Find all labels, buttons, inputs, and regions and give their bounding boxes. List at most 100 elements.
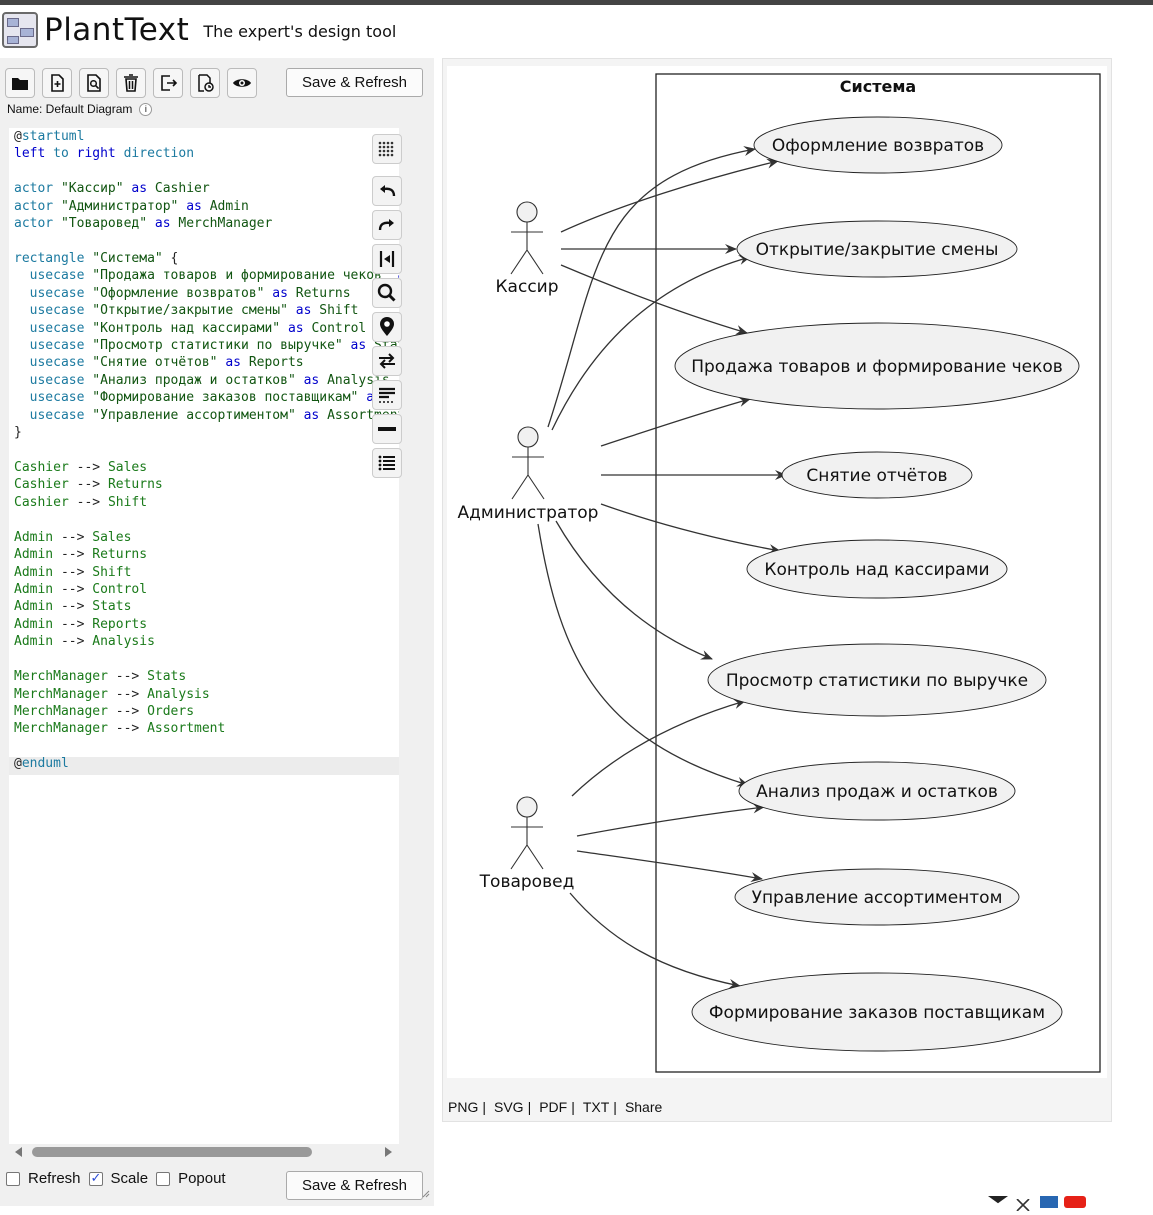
code-line[interactable]: MerchManager --> Assortment bbox=[14, 720, 399, 737]
txt-link[interactable]: TXT bbox=[582, 1099, 610, 1115]
code-line[interactable] bbox=[14, 738, 399, 755]
code-line[interactable]: actor "Администратор" as Admin bbox=[14, 198, 399, 215]
svg-link[interactable]: SVG bbox=[493, 1099, 524, 1115]
code-token: as bbox=[178, 198, 210, 214]
plantext-logo-icon[interactable] bbox=[2, 12, 38, 48]
x-icon[interactable] bbox=[1014, 1196, 1034, 1212]
code-line[interactable]: Admin --> Reports bbox=[14, 616, 399, 633]
code-line[interactable]: Cashier --> Sales bbox=[14, 459, 399, 476]
search-file-icon[interactable] bbox=[79, 68, 109, 98]
code-line[interactable]: MerchManager --> Stats bbox=[14, 668, 399, 685]
code-line[interactable]: MerchManager --> Analysis bbox=[14, 686, 399, 703]
code-line[interactable]: Admin --> Shift bbox=[14, 564, 399, 581]
code-line[interactable] bbox=[14, 163, 399, 180]
resize-grip-icon[interactable] bbox=[420, 1188, 430, 1198]
code-line[interactable]: Admin --> Returns bbox=[14, 546, 399, 563]
code-line[interactable]: actor "Кассир" as Cashier bbox=[14, 180, 399, 197]
code-line[interactable]: usecase "Формирование заказов поставщика… bbox=[14, 389, 399, 406]
folder-icon[interactable] bbox=[5, 68, 35, 98]
linkedin-icon[interactable] bbox=[1040, 1196, 1058, 1208]
code-token: @ bbox=[14, 129, 22, 144]
code-line[interactable]: Admin --> Analysis bbox=[14, 633, 399, 650]
png-link[interactable]: PNG bbox=[448, 1099, 479, 1115]
list-icon[interactable] bbox=[372, 448, 402, 478]
code-line[interactable]: usecase "Контроль над кассирами" as Cont… bbox=[14, 320, 399, 337]
save-refresh-button[interactable]: Save & Refresh bbox=[286, 68, 423, 97]
code-line[interactable]: usecase "Просмотр статистики по выручке"… bbox=[14, 337, 399, 354]
code-line[interactable] bbox=[14, 233, 399, 250]
scroll-left-icon[interactable] bbox=[15, 1147, 22, 1157]
scroll-thumb[interactable] bbox=[32, 1147, 312, 1157]
goto-line-icon[interactable] bbox=[372, 244, 402, 274]
code-line[interactable]: usecase "Продажа товаров и формирование … bbox=[14, 267, 399, 284]
share-link[interactable]: Share bbox=[624, 1099, 663, 1115]
scroll-right-icon[interactable] bbox=[385, 1147, 392, 1157]
code-token: --> bbox=[60, 547, 93, 563]
scale-label: Scale bbox=[110, 1170, 149, 1187]
code-line[interactable]: Cashier --> Shift bbox=[14, 494, 399, 511]
history-icon[interactable] bbox=[190, 68, 220, 98]
refresh-checkbox[interactable] bbox=[6, 1171, 20, 1186]
separator: | bbox=[482, 1099, 486, 1115]
code-token: Analysis bbox=[92, 634, 155, 650]
code-line[interactable]: rectangle "Система" { bbox=[14, 250, 399, 267]
code-line[interactable]: usecase "Оформление возвратов" as Return… bbox=[14, 285, 399, 302]
undo-icon[interactable] bbox=[372, 176, 402, 206]
edge-merch-assortment bbox=[576, 850, 763, 883]
code-line[interactable]: usecase "Управление ассортиментом" as As… bbox=[14, 407, 399, 424]
code-token: as bbox=[147, 216, 179, 232]
new-file-icon[interactable] bbox=[42, 68, 72, 98]
save-refresh-bottom-button[interactable]: Save & Refresh bbox=[286, 1171, 423, 1200]
eye-icon[interactable] bbox=[227, 68, 257, 98]
code-token: --> bbox=[76, 477, 108, 493]
email-icon[interactable] bbox=[988, 1196, 1008, 1204]
code-line[interactable] bbox=[14, 511, 399, 528]
scale-checkbox[interactable] bbox=[88, 1170, 103, 1186]
youtube-icon[interactable] bbox=[1064, 1196, 1086, 1208]
code-token: "Продажа товаров и формирование чеков" bbox=[92, 268, 390, 284]
export-links: PNG| SVG| PDF| TXT| Share bbox=[448, 1099, 662, 1115]
code-line[interactable]: @startuml bbox=[14, 128, 399, 145]
code-line[interactable]: @enduml bbox=[14, 755, 399, 772]
code-line[interactable] bbox=[14, 651, 399, 668]
map-pin-icon[interactable] bbox=[372, 312, 402, 342]
code-token: Admin bbox=[14, 634, 61, 650]
code-line[interactable]: Admin --> Control bbox=[14, 581, 399, 598]
edge-admin-sales bbox=[600, 397, 751, 447]
code-line[interactable]: Cashier --> Returns bbox=[14, 476, 399, 493]
code-line[interactable]: MerchManager --> Orders bbox=[14, 703, 399, 720]
find-icon[interactable] bbox=[372, 278, 402, 308]
redo-icon[interactable] bbox=[372, 210, 402, 240]
info-icon[interactable]: i bbox=[139, 102, 153, 116]
code-line[interactable]: Admin --> Stats bbox=[14, 598, 399, 615]
code-line[interactable]: Admin --> Sales bbox=[14, 529, 399, 546]
align-icon[interactable] bbox=[372, 380, 402, 410]
editor-side-tools bbox=[372, 134, 402, 478]
pdf-link[interactable]: PDF bbox=[539, 1099, 568, 1115]
swap-icon[interactable] bbox=[372, 346, 402, 376]
code-line[interactable]: usecase "Снятие отчётов" as Reports bbox=[14, 354, 399, 371]
code-token: usecase bbox=[14, 390, 93, 406]
app-name[interactable]: PlantText bbox=[44, 12, 190, 48]
code-token: Shift bbox=[92, 564, 132, 580]
code-token: as bbox=[264, 285, 296, 301]
code-line[interactable] bbox=[14, 442, 399, 459]
export-icon[interactable] bbox=[153, 68, 183, 98]
code-line[interactable]: usecase "Анализ продаж и остатков" as An… bbox=[14, 372, 399, 389]
popout-checkbox[interactable] bbox=[156, 1171, 171, 1186]
code-line[interactable]: actor "Товаровед" as MerchManager bbox=[14, 215, 399, 232]
code-token: startuml bbox=[21, 129, 85, 144]
hr-line-icon[interactable] bbox=[372, 414, 402, 444]
code-token: Control bbox=[311, 320, 367, 336]
grid-icon[interactable] bbox=[372, 134, 402, 164]
code-line[interactable]: } bbox=[14, 424, 399, 441]
trash-icon[interactable] bbox=[116, 68, 146, 98]
code-token: } bbox=[14, 425, 22, 441]
code-line[interactable]: left to right direction bbox=[14, 145, 399, 162]
horizontal-scrollbar[interactable] bbox=[9, 1144, 399, 1160]
code-line[interactable]: usecase "Открытие/закрытие смены" as Shi… bbox=[14, 302, 399, 319]
code-token: direction bbox=[123, 146, 195, 162]
